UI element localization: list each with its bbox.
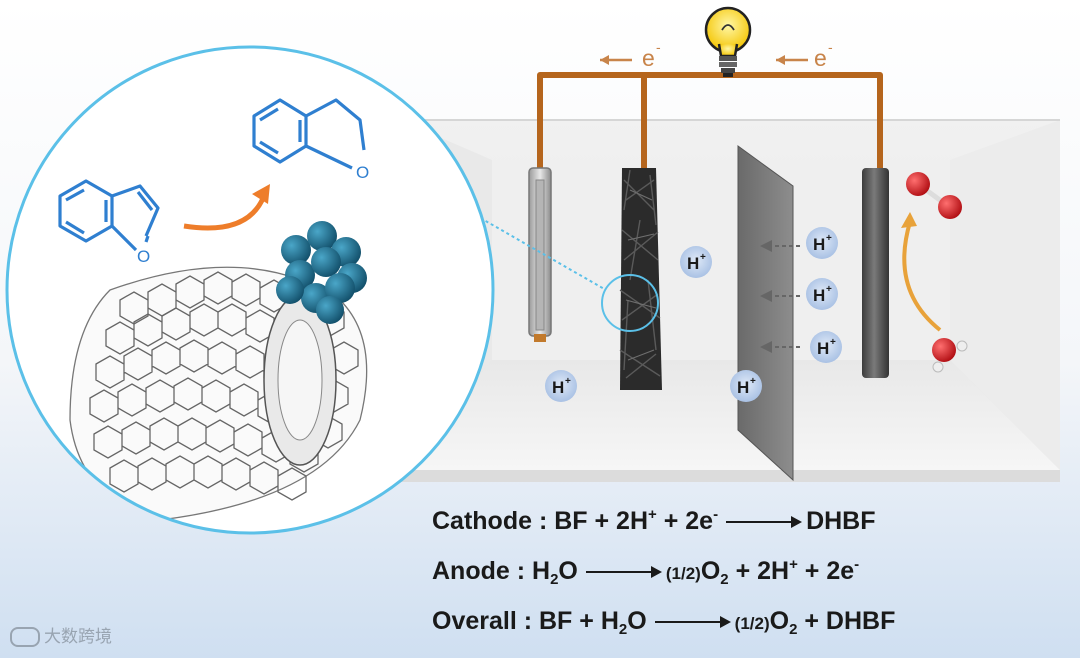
- reaction-arrow: [726, 516, 803, 529]
- proton-bubble: H +: [545, 370, 577, 402]
- proton-label: H: [552, 378, 564, 397]
- proton-bubble: H +: [806, 227, 838, 259]
- proton-charge: +: [826, 233, 832, 244]
- electron-charge: -: [656, 39, 661, 55]
- equation-label: Anode: [432, 557, 510, 585]
- proton-migration-arrows: [760, 240, 800, 353]
- water-molecule: [932, 338, 968, 373]
- electron-label: e: [642, 45, 655, 71]
- electron-flow-right: e -: [776, 39, 833, 71]
- proton-bubble: H +: [810, 331, 842, 363]
- watermark: 大数跨境: [10, 622, 112, 647]
- nanoparticle-cluster: [276, 221, 367, 324]
- electron-label: e: [814, 45, 827, 71]
- equation-label: Overall: [432, 607, 517, 635]
- proton-label: H: [813, 286, 825, 305]
- oxidation-arrow: [901, 212, 942, 332]
- dihydrobenzofuran-molecule: [252, 98, 366, 170]
- electron-flow-left: e -: [600, 39, 661, 71]
- proton-bubble: H +: [806, 278, 838, 310]
- watermark-text: 大数跨境: [44, 627, 112, 647]
- membrane: [737, 145, 794, 482]
- anode: [862, 168, 889, 378]
- watermark-logo-icon: [10, 627, 40, 647]
- benzofuran-molecule: [58, 179, 160, 252]
- overall-equation: Overall : BF + H2O(1/2)O2 + DHBF: [432, 607, 896, 638]
- proton-label: H: [737, 378, 749, 397]
- reaction-arrow: [654, 616, 731, 629]
- equation-product: DHBF: [806, 507, 876, 535]
- equation-label: Cathode: [432, 507, 532, 535]
- zoom-connector: [469, 211, 607, 291]
- reference-electrode: [528, 167, 552, 342]
- cathode-equation: Cathode : BF + 2H+ + 2e-DHBF: [432, 506, 876, 535]
- carbon-cathode: [601, 168, 662, 390]
- oxygen-molecule: [906, 172, 962, 219]
- proton-charge: +: [750, 376, 756, 387]
- proton-label: H: [817, 339, 829, 358]
- proton-charge: +: [565, 376, 571, 387]
- lightbulb-icon: [704, 6, 752, 77]
- proton-bubble: H +: [730, 370, 762, 402]
- carbon-nanotube: [69, 266, 368, 521]
- reaction-arrow: [585, 566, 662, 579]
- reaction-arrow: [183, 184, 270, 231]
- electron-charge: -: [828, 39, 833, 55]
- proton-charge: +: [700, 252, 706, 263]
- heteroatom-label: O: [356, 163, 369, 182]
- proton-charge: +: [826, 284, 832, 295]
- proton-bubble: H +: [680, 246, 712, 278]
- electrochemical-cell: [400, 119, 1060, 482]
- magnifier-lens: O O: [5, 45, 495, 535]
- anode-equation: Anode : H2O(1/2)O2 + 2H+ + 2e-: [432, 556, 860, 588]
- heteroatom-label: O: [137, 247, 150, 266]
- proton-charge: +: [830, 337, 836, 348]
- external-circuit: [537, 72, 883, 170]
- proton-label: H: [813, 235, 825, 254]
- proton-label: H: [687, 254, 699, 273]
